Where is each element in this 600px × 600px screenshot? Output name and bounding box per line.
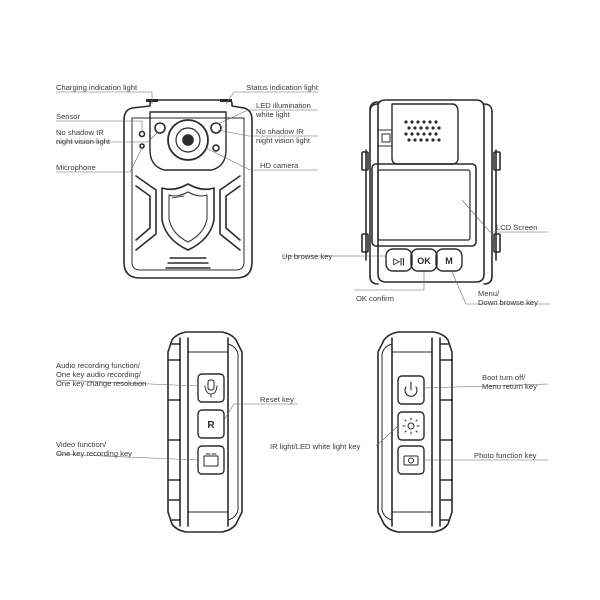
label-boot-turn-off: Boot turn off/ Menu return key — [482, 373, 537, 391]
play-pause-key[interactable]: ▷|| — [392, 256, 404, 266]
label-audio-recording-function: Audio recording function/ One key audio … — [56, 361, 147, 388]
ok-key[interactable]: OK — [417, 256, 431, 266]
label-photo-function-key: Photo function key — [474, 451, 537, 460]
left-side-view — [167, 331, 243, 533]
m-key[interactable]: M — [445, 256, 453, 266]
label-video-function: Video function/ One key recording key — [56, 440, 132, 458]
label-hd-camera: HD camera — [260, 161, 299, 170]
label-no-shadow-ir-right: No shadow IR night vision light — [256, 127, 311, 145]
right-side-view — [377, 331, 453, 533]
reset-key[interactable]: R — [207, 420, 215, 431]
leader-lines — [55, 91, 550, 461]
front-view — [123, 99, 253, 279]
label-led-illumination: LED illumination white light — [256, 101, 311, 119]
clip-grille — [404, 120, 441, 142]
label-sensor: Sensor — [56, 112, 81, 121]
label-status-indication-light: Status indication light — [246, 83, 318, 92]
label-ok-confirm: OK confirm — [356, 294, 394, 303]
label-charging-indication-light: Charging indication light — [56, 83, 138, 92]
label-microphone: Microphone — [56, 163, 96, 172]
label-up-browse-key: Up browse key — [282, 252, 333, 261]
label-ir-light-led-key: IR light/LED white light key — [270, 442, 361, 451]
label-no-shadow-ir-left: No shadow IR night vision light — [56, 128, 111, 146]
label-lcd-screen: LCD Screen — [496, 223, 538, 232]
label-reset-key: Reset key — [260, 395, 294, 404]
label-menu-down-browse-key: Menu/ Down browse key — [478, 289, 538, 307]
back-view — [361, 99, 501, 285]
